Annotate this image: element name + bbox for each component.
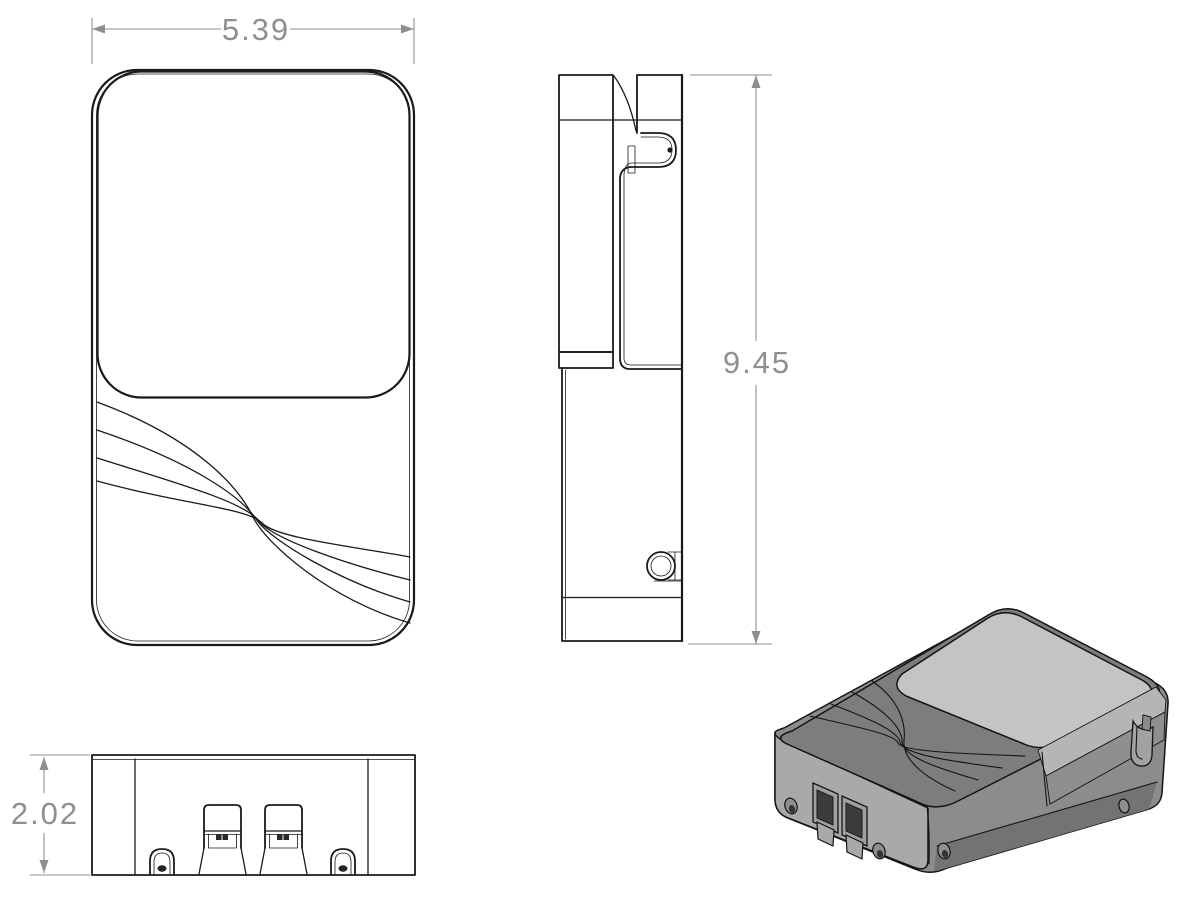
front-outer-outline xyxy=(90,68,416,647)
foot-outline xyxy=(149,848,175,875)
extension-line xyxy=(688,74,772,645)
swoosh-curve xyxy=(809,715,1026,757)
foot-hole xyxy=(1118,798,1130,814)
hook-tab xyxy=(627,145,636,174)
slot-opening xyxy=(816,789,834,826)
front-swoosh xyxy=(96,401,411,624)
clip-inner-rect xyxy=(208,833,237,849)
isometric-view xyxy=(774,608,1169,873)
clip-inner-rect xyxy=(269,833,298,849)
hook-pin xyxy=(667,147,673,153)
foot-pad xyxy=(338,865,348,872)
iso-clip-slot-left xyxy=(812,782,839,847)
front-screen-outline xyxy=(96,70,411,399)
iso-screen-edge-band xyxy=(1037,686,1167,777)
iso-mount-hook xyxy=(1130,714,1154,767)
arrowhead-top xyxy=(751,75,761,88)
clip-tab xyxy=(845,834,864,860)
clip-tab xyxy=(816,821,835,847)
side-view xyxy=(558,73,684,643)
mount-clip-left xyxy=(198,804,247,875)
height-dimension-label: 9.45 xyxy=(723,345,791,380)
width-dimension: 5.39 xyxy=(91,12,415,64)
iso-swoosh xyxy=(809,680,1026,792)
width-dimension-label: 5.39 xyxy=(222,12,290,47)
foot-left xyxy=(149,848,175,875)
extension-line xyxy=(91,18,415,64)
iso-shell-seam xyxy=(1041,751,1048,807)
clip-notch xyxy=(222,834,228,840)
swoosh-curve xyxy=(851,691,979,781)
clip-base xyxy=(259,847,308,875)
clip-notch xyxy=(277,834,283,840)
foot-inner-line xyxy=(153,852,171,875)
mount-clip-right xyxy=(259,804,308,875)
hook-inner-line xyxy=(1135,726,1143,760)
foot-right xyxy=(330,848,356,875)
iso-lower-band xyxy=(934,782,1157,871)
swoosh-curve xyxy=(96,401,411,624)
swoosh-curve xyxy=(96,480,411,558)
swoosh-curve xyxy=(830,703,1003,769)
iso-clip-slot-right xyxy=(841,795,868,860)
bottom-outline xyxy=(91,754,416,876)
depth-dimension-label: 2.02 xyxy=(11,796,79,831)
clip-notch xyxy=(216,834,222,840)
height-dimension: 9.45 xyxy=(688,74,791,645)
side-mount-hook xyxy=(619,132,683,370)
arrowhead-right xyxy=(401,24,414,34)
arrowhead-bottom xyxy=(751,631,761,644)
arrowhead-top xyxy=(39,757,49,770)
foot-hole-pad xyxy=(788,805,796,813)
iso-lower-band-seam xyxy=(936,781,1158,847)
foot-hole-pad xyxy=(941,850,949,858)
side-front-shell-top xyxy=(636,74,683,134)
front-view xyxy=(90,68,416,647)
slot-opening xyxy=(845,802,863,839)
clip-upper-block xyxy=(264,804,303,849)
side-back-plate xyxy=(558,74,614,353)
side-top-curve xyxy=(613,75,637,132)
foot-pad xyxy=(157,865,167,872)
side-knob xyxy=(646,551,683,582)
clip-notch xyxy=(283,834,289,840)
foot-outline xyxy=(330,848,356,875)
knob-inner-circle xyxy=(650,555,672,577)
depth-dimension: 2.02 xyxy=(11,754,90,876)
swoosh-curve xyxy=(871,680,956,792)
foot-inner-line xyxy=(334,852,352,875)
foot-hole-pad xyxy=(876,850,884,858)
knob-bracket xyxy=(653,551,683,582)
hook-outer-line xyxy=(619,132,683,370)
clip-upper-block xyxy=(203,804,242,849)
hook-notch xyxy=(1141,714,1152,732)
arrowhead-bottom xyxy=(39,860,49,873)
bottom-view xyxy=(91,754,416,876)
side-lower-body xyxy=(561,367,683,642)
bottom-panel-lines xyxy=(134,758,369,876)
extension-line xyxy=(30,754,90,876)
iso-corner-seam xyxy=(926,805,930,865)
iso-feet xyxy=(784,797,1130,860)
arrowhead-left xyxy=(92,24,105,34)
clip-base xyxy=(198,847,247,875)
side-back-plate-band xyxy=(558,351,614,369)
hook-inner-line xyxy=(623,136,683,366)
lower-body-outline xyxy=(561,367,683,642)
front-inner-shell-line xyxy=(96,73,410,642)
